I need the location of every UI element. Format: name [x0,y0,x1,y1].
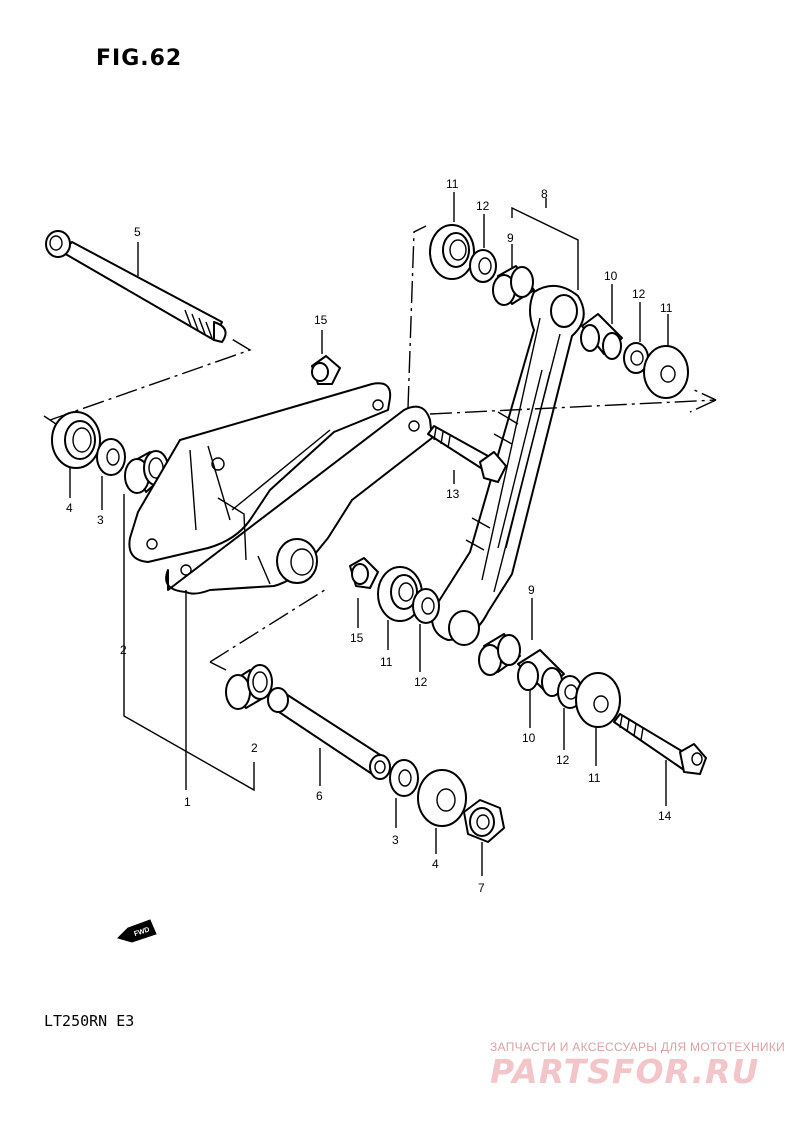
callout-9b: 9 [528,583,535,597]
part-11-seal-lower-right [575,672,621,728]
part-12-washer-top [469,249,497,283]
callout-4a: 4 [66,501,73,515]
assembly-lines [43,225,717,671]
callout-11c: 11 [380,655,393,669]
callout-4b: 4 [432,857,439,871]
callout-7: 7 [478,881,485,895]
callout-11b: 11 [660,301,673,315]
part-13-bolt [427,425,507,483]
part-12-washer-lower-left [412,588,440,624]
watermark-brand: PARTSFOR.RU [490,1052,760,1091]
callout-10a: 10 [604,269,618,283]
callout-12b: 12 [632,287,646,301]
callout-15b: 15 [350,631,364,645]
part-4-seal-lower [417,769,467,827]
part-8-cushion-rod [430,285,585,646]
part-15-nut-upper [311,355,341,385]
watermark-subtitle: ЗАПЧАСТИ И АКСЕССУАРЫ ДЛЯ МОТОТЕХНИКИ [490,1040,786,1054]
part-10-collar-upper [580,313,623,360]
part-15-nut-lower [349,557,379,589]
callout-10b: 10 [522,731,536,745]
model-code: LT250RN E3 [44,1012,135,1030]
part-6-spacer [267,687,391,780]
callout-15a: 15 [314,313,328,327]
callout-11d: 11 [588,771,601,785]
callout-6: 6 [316,789,323,803]
callout-13: 13 [446,487,460,501]
part-4-seal-left [51,411,101,469]
part-11-seal-right-upper [643,345,689,399]
callout-9a: 9 [507,231,514,245]
part-9-bearing-lower [478,633,521,676]
callout-12c: 12 [414,675,428,689]
part-9-bearing-upper [492,265,535,306]
callout-3a: 3 [97,513,104,527]
part-1-cushion-lever [128,382,433,595]
callout-12a: 12 [476,199,490,213]
part-3-washer-lower [389,759,419,797]
leader-lines [69,192,669,876]
part-7-nut [463,799,505,843]
fwd-arrow-icon: FWD [117,919,157,943]
part-5-bolt [45,230,227,343]
callout-2a: 2 [120,643,127,657]
part-2-bearing-lower [225,664,273,710]
fwd-label: FWD [133,926,150,938]
part-11-seal-lower-left [377,566,423,622]
callout-11a: 11 [446,177,459,191]
callout-labels: 1 2 2 3 3 4 4 5 6 7 8 9 9 10 10 11 11 11… [66,177,673,895]
part-11-seal-top [429,224,475,280]
callout-14: 14 [658,809,672,823]
figure-title: FIG.62 [96,46,183,71]
callout-12d: 12 [556,753,570,767]
part-14-bolt [613,713,707,775]
callout-2b: 2 [251,741,258,755]
part-3-washer-left [96,438,126,476]
callout-8: 8 [541,187,548,201]
callout-5: 5 [134,225,141,239]
callout-1: 1 [184,795,191,809]
part-10-collar-lower [517,649,565,697]
callout-3b: 3 [392,833,399,847]
